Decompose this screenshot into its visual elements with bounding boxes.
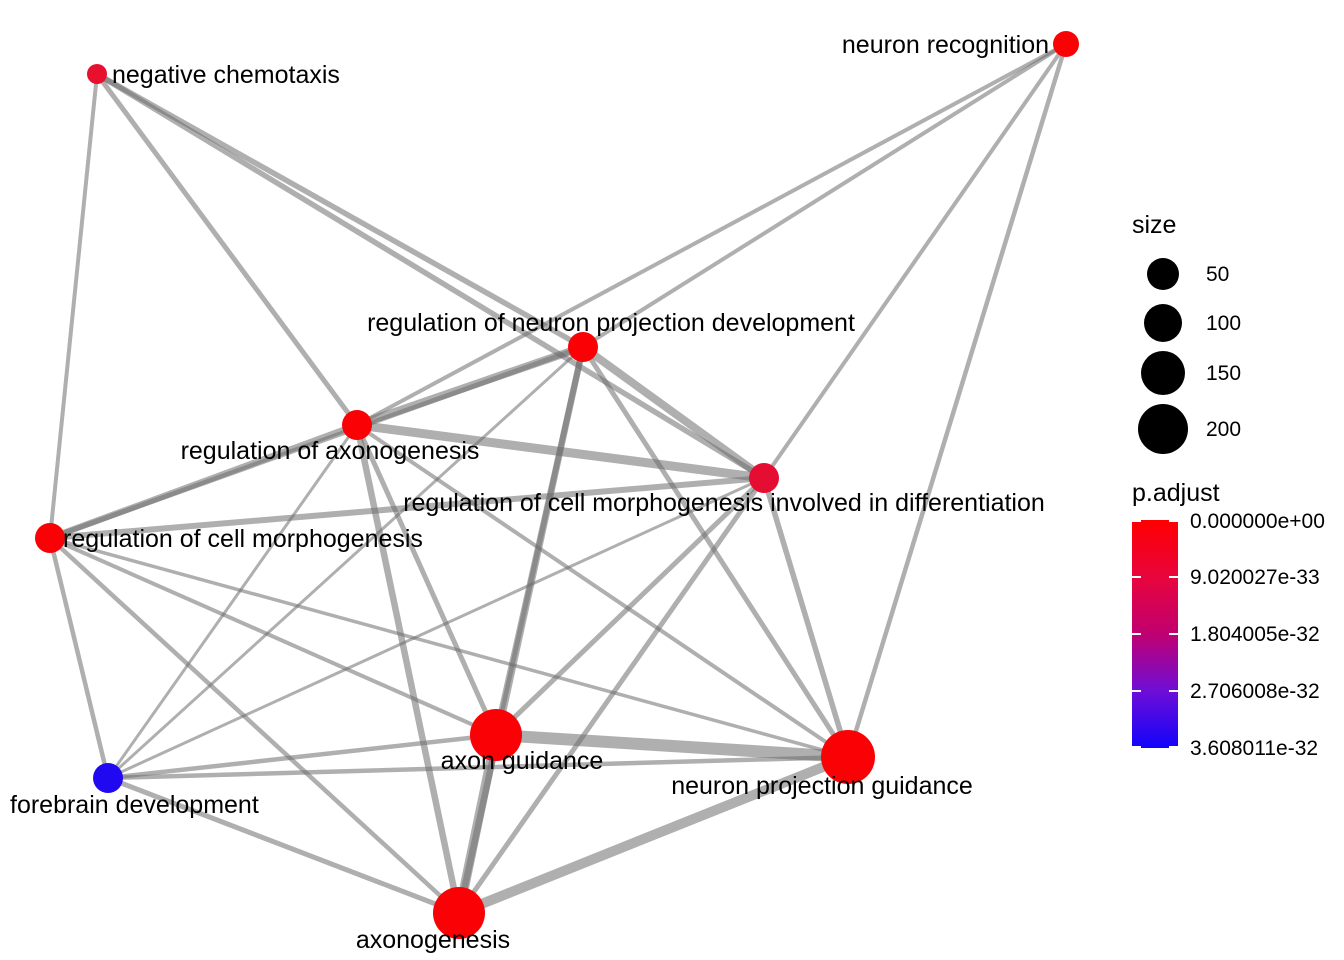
- edge-reg_neuron_projection_development--reg_cell_morphogenesis_diff: [580, 343, 767, 482]
- edge-reg_neuron_projection_development--forebrain_development: [106, 345, 585, 780]
- padjust-label-0: 0.000000e+00: [1190, 510, 1325, 533]
- size-legend-label-200: 200: [1206, 418, 1241, 441]
- edge-reg_cell_morphogenesis--axon_guidance: [49, 536, 497, 737]
- padjust-labels: 0.000000e+00 9.020027e-33 1.804005e-32 2.70…: [1190, 510, 1325, 760]
- edge-reg_cell_morphogenesis_diff--neuron_projection_guidance: [761, 477, 851, 758]
- padjust-label-3: 2.706008e-32: [1190, 680, 1320, 703]
- node-axonogenesis: [433, 887, 485, 939]
- edge-neuron_recognition--neuron_projection_guidance: [845, 43, 1069, 758]
- edge-reg_neuron_projection_development--neuron_projection_guidance: [580, 345, 851, 759]
- edge-axon_guidance--axonogenesis: [454, 734, 501, 914]
- edge-reg_axonogenesis--forebrain_development: [106, 424, 359, 779]
- edge-negative_chemotaxis--reg_cell_morphogenesis_diff: [95, 71, 766, 481]
- edge-axon_guidance--neuron_projection_guidance: [495, 729, 849, 763]
- node-label-forebrain_development: forebrain development: [10, 791, 259, 819]
- padjust-legend: p.adjust 0.000000e+00 9.020027e-33 1.80400…: [1132, 479, 1325, 760]
- size-legend-label-150: 150: [1206, 362, 1241, 385]
- node-reg_cell_morphogenesis: [35, 523, 65, 553]
- node-negative_chemotaxis: [87, 64, 107, 84]
- size-legend-circle-200: [1138, 404, 1188, 454]
- node-label-reg_cell_morphogenesis_diff: regulation of cell morphogenesis involve…: [403, 489, 1045, 517]
- padjust-ticks: [1132, 520, 1178, 748]
- edge-reg_cell_morphogenesis_diff--reg_cell_morphogenesis: [49, 475, 765, 541]
- node-reg_neuron_projection_development: [568, 332, 598, 362]
- node-neuron_recognition: [1053, 31, 1079, 57]
- node-layer: [35, 31, 1079, 939]
- node-label-axon_guidance: axon guidance: [441, 747, 604, 775]
- node-label-neuron_projection_guidance: neuron projection guidance: [671, 772, 973, 800]
- size-legend-circle-50: [1147, 258, 1179, 290]
- node-label-reg_axonogenesis: regulation of axonogenesis: [181, 437, 480, 465]
- edge-reg_axonogenesis--axon_guidance: [354, 423, 499, 737]
- node-label-reg_cell_morphogenesis: regulation of cell morphogenesis: [63, 525, 423, 553]
- padjust-legend-title: p.adjust: [1132, 479, 1220, 507]
- node-label-axonogenesis: axonogenesis: [356, 926, 510, 954]
- node-neuron_projection_guidance: [821, 730, 875, 784]
- padjust-label-4: 3.608011e-32: [1190, 737, 1318, 760]
- edge-negative_chemotaxis--reg_axonogenesis: [94, 72, 360, 427]
- node-label-negative_chemotaxis: negative chemotaxis: [112, 61, 340, 89]
- edge-neuron_recognition--reg_neuron_projection_development: [581, 42, 1068, 349]
- edge-reg_axonogenesis--reg_cell_morphogenesis: [48, 421, 359, 542]
- size-legend: size 50 100 150 200: [1132, 211, 1241, 454]
- edge-neuron_recognition--reg_cell_morphogenesis_diff: [762, 42, 1068, 480]
- edge-negative_chemotaxis--reg_cell_morphogenesis: [48, 73, 99, 539]
- size-legend-circle-150: [1141, 351, 1185, 395]
- padjust-label-2: 1.804005e-32: [1190, 623, 1320, 646]
- node-label-neuron_recognition: neuron recognition: [842, 31, 1049, 59]
- edge-neuron_recognition--reg_axonogenesis: [356, 42, 1067, 427]
- edge-reg_axonogenesis--neuron_projection_guidance: [355, 423, 850, 759]
- edge-reg_cell_morphogenesis_diff--axon_guidance: [494, 476, 766, 737]
- node-reg_axonogenesis: [342, 410, 372, 440]
- node-label-reg_neuron_projection_development: regulation of neuron projection developm…: [367, 309, 855, 337]
- edge-reg_cell_morphogenesis--forebrain_development: [47, 537, 111, 779]
- edge-axonogenesis--forebrain_development: [107, 775, 460, 916]
- node-label-layer: negative chemotaxis neuron recognition reg…: [10, 31, 1049, 954]
- size-legend-items: 50 100 150 200: [1138, 258, 1241, 454]
- edge-reg_cell_morphogenesis_diff--axonogenesis: [456, 476, 767, 915]
- edge-reg_axonogenesis--reg_cell_morphogenesis_diff: [356, 420, 765, 483]
- edge-reg_cell_morphogenesis--neuron_projection_guidance: [49, 536, 849, 759]
- node-axon_guidance: [470, 709, 522, 761]
- edge-neuron_projection_guidance--forebrain_development: [107, 754, 849, 781]
- padjust-label-1: 9.020027e-33: [1190, 566, 1320, 589]
- node-reg_cell_morphogenesis_diff: [749, 463, 779, 493]
- edge-axon_guidance--forebrain_development: [107, 732, 497, 781]
- size-legend-label-100: 100: [1206, 312, 1241, 335]
- edge-reg_cell_morphogenesis--axonogenesis: [48, 536, 461, 915]
- edge-reg_cell_morphogenesis_diff--forebrain_development: [107, 476, 765, 780]
- size-legend-circle-100: [1144, 304, 1182, 342]
- size-legend-title: size: [1132, 211, 1176, 239]
- node-forebrain_development: [93, 763, 123, 793]
- edge-reg_axonogenesis--axonogenesis: [353, 424, 463, 914]
- size-legend-label-50: 50: [1206, 263, 1229, 286]
- edge-layer: [47, 42, 1069, 918]
- edge-negative_chemotaxis--reg_neuron_projection_development: [95, 71, 585, 350]
- edge-neuron_projection_guidance--axonogenesis: [457, 752, 850, 918]
